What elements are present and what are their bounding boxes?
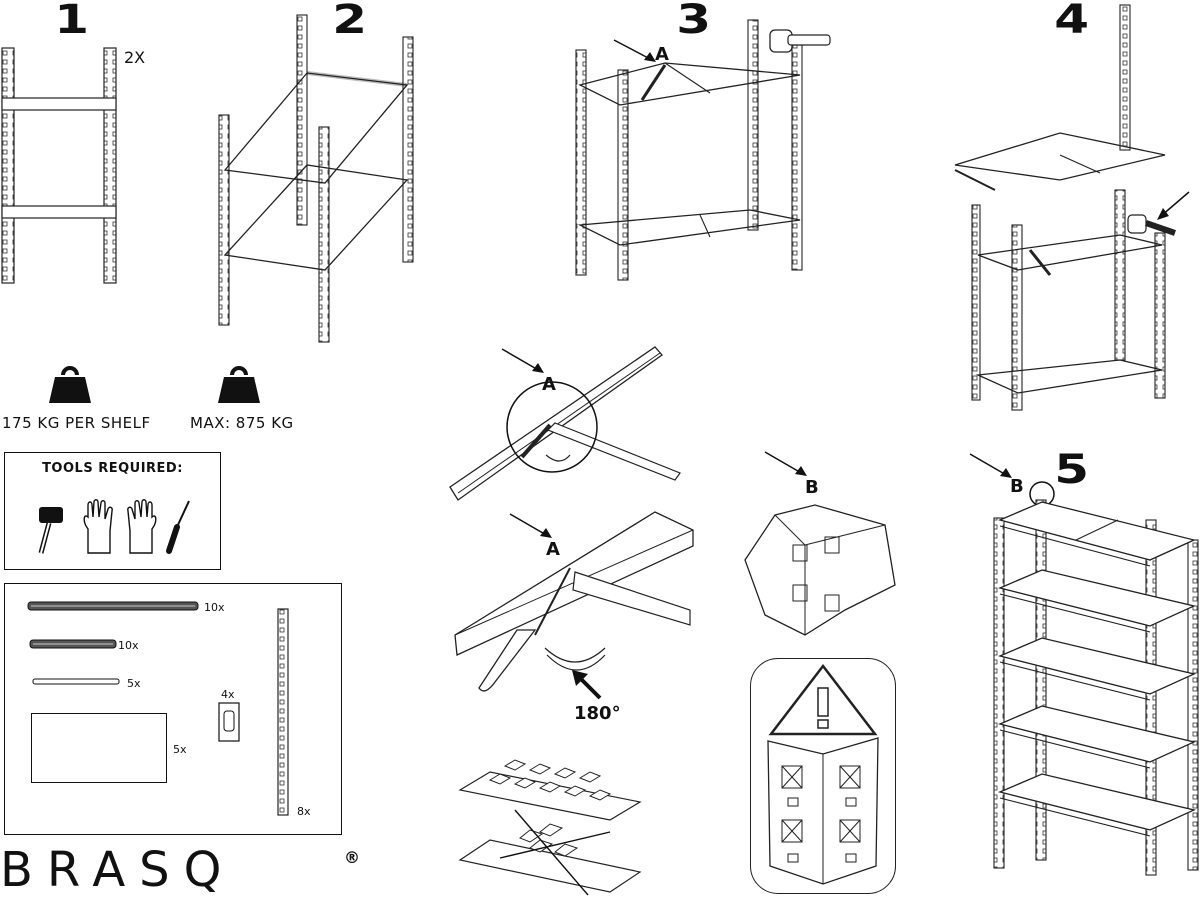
step-number-1: 1 [54,0,92,43]
label-a-detail1: A [542,374,556,395]
support-qty: 5x [127,677,141,690]
arrow-to-b-detail [764,451,807,476]
step1-frame-drawing [1,47,117,284]
step3-frame-drawing [575,19,831,281]
step-number-3: 3 [676,0,714,43]
step2-frame-drawing [218,14,414,343]
weight-icon-per-shelf [49,366,91,403]
step-number-2: 2 [332,0,370,43]
label-b-detail: B [805,477,819,498]
step5-complete-shelf-drawing [993,481,1199,876]
wrong-connector-drawing [767,737,879,885]
step1-quantity: 2X [124,48,146,67]
part-connector [218,702,240,742]
step-number-4: 4 [1054,0,1092,43]
beam-detail-drawing [449,346,681,501]
long-beam-qty: 10x [204,601,225,614]
screwdriver-icon [166,500,190,554]
glove-icon-left [83,499,113,554]
short-beam-qty: 10x [118,639,139,652]
label-b-step5: B [1010,476,1024,497]
rotation-label: 180° [574,703,621,724]
part-upright [277,608,289,816]
arrow-to-a-detail2 [509,513,552,538]
arrow-to-a-detail1 [501,348,544,373]
screwdriver-detail-drawing [454,511,694,692]
tools-required-box: TOOLS REQUIRED: [4,452,221,570]
arrow-to-b-step5 [969,453,1012,478]
mallet-icon [38,507,63,554]
brand-logo: BRASQ [0,842,236,898]
step-number-5: 5 [1054,447,1092,493]
arrow-to-a-step3 [613,39,656,62]
weight-icon-max [218,366,260,403]
capacity-max: MAX: 875 KG [190,414,294,432]
board-placement-drawing [458,759,642,896]
glove-icon-right [127,499,157,554]
label-a-step3: A [655,44,669,65]
arrow-to-hammer-step4 [1157,191,1190,220]
tools-title: TOOLS REQUIRED: [42,461,183,476]
upright-qty: 8x [297,805,311,818]
capacity-per-shelf: 175 KG PER SHELF [2,414,151,432]
step4-frame-drawing [954,4,1176,411]
parts-list-box [4,583,342,835]
warning-triangle-icon [768,663,878,736]
part-short-beam [29,639,117,649]
connector-qty: 4x [221,688,235,701]
corner-connector-drawing [744,504,896,636]
warning-panel [750,658,896,894]
board-qty: 5x [173,743,187,756]
part-long-beam [27,601,199,611]
label-a-detail2: A [546,539,560,560]
part-shelf-board [31,713,167,783]
registered-mark: ® [344,848,360,867]
arrow-to-rotation [572,670,602,700]
part-shelf-support [32,678,120,685]
